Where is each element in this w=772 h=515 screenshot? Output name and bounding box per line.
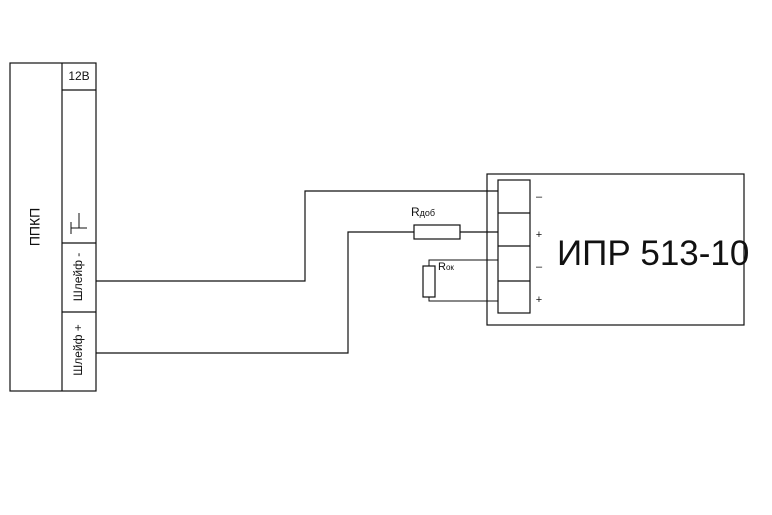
resistor-end-body	[422, 265, 436, 298]
control-panel: ППКП 12В Шлейф - Шлейф +	[9, 62, 97, 392]
resistor-additional: Rдоб	[411, 205, 461, 240]
loop-minus-label: Шлейф -	[71, 253, 85, 302]
panel-frame	[9, 62, 97, 392]
detector: – + – + ИПР 513-10	[486, 173, 749, 326]
resistor-additional-body	[413, 224, 461, 240]
panel-name: ППКП	[27, 208, 43, 246]
wire-r-end-top	[428, 259, 498, 266]
power-terminal-label: 12В	[68, 69, 89, 83]
ground-icon	[70, 213, 87, 234]
terminal-sign: +	[536, 229, 542, 241]
wire-loop-minus	[96, 190, 498, 282]
resistor-end: Rок	[422, 261, 454, 298]
terminal-sign: +	[536, 294, 542, 306]
detector-frame	[486, 173, 745, 326]
terminal-sign: –	[536, 191, 543, 203]
resistor-end-label: Rок	[438, 261, 454, 273]
wire-loop-plus	[96, 231, 414, 354]
loop-plus-label: Шлейф +	[71, 324, 85, 376]
detector-name: ИПР 513-10	[557, 234, 749, 273]
wire-r-end-bottom	[428, 297, 498, 302]
terminal-sign: –	[536, 261, 543, 273]
resistor-additional-label: Rдоб	[411, 205, 435, 219]
